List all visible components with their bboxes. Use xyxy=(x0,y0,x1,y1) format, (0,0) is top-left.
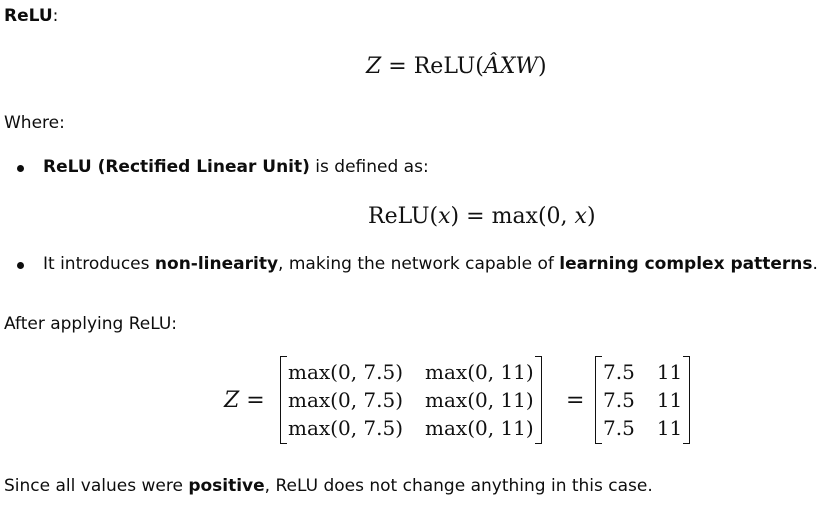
conclusion-post: , ReLU does not change anything in this … xyxy=(264,476,653,496)
eq-main-lhs: Z xyxy=(366,54,382,79)
eq-relu-close: ) xyxy=(450,204,460,229)
bullet2-end: . xyxy=(812,254,818,274)
conclusion-bold: positive xyxy=(188,476,265,496)
matrix-max-values: max(0, 7.5) max(0, 11) max(0, 7.5) max(0, 1… xyxy=(280,356,542,444)
eq-main-xw: XW xyxy=(499,54,539,79)
matrix-cell: 11 xyxy=(656,388,683,412)
matrix-cell: 7.5 xyxy=(603,360,635,384)
matrix-cell: 11 xyxy=(656,416,683,440)
bullet1-bold: ReLU (Rectified Linear Unit) xyxy=(43,157,310,177)
matrix-lhs-z: Z xyxy=(224,388,240,413)
equation-main: Z = ReLU(ÂXW) xyxy=(366,54,547,79)
conclusion-text: Since all values were positive, ReLU doe… xyxy=(4,476,653,496)
bullet2-bold1: non-linearity xyxy=(154,254,279,274)
equation-relu: ReLU(x) = max(0, x) xyxy=(368,204,596,229)
eq-relu-func: ReLU( xyxy=(368,204,439,229)
matrix-cell: 7.5 xyxy=(603,388,635,412)
heading-colon: : xyxy=(52,6,59,26)
eq-relu-close2: ) xyxy=(586,204,596,229)
heading-text: ReLU xyxy=(4,6,53,26)
matrix-cell: max(0, 7.5) xyxy=(288,416,404,440)
bullet-dot-1 xyxy=(17,165,24,172)
left-bracket xyxy=(280,356,287,444)
bullet2-pre: It introduces xyxy=(43,254,155,274)
bullet2-bold2: learning complex patterns xyxy=(559,254,813,274)
matrix-cell: max(0, 11) xyxy=(425,416,534,440)
conclusion-pre: Since all values were xyxy=(4,476,189,496)
bullet-item-2: It introduces non-linearity, making the … xyxy=(43,254,818,274)
matrix-lhs: Z = xyxy=(224,388,265,413)
matrix-cell: max(0, 7.5) xyxy=(288,388,404,412)
eq-relu-max: max(0, xyxy=(491,204,568,229)
eq-relu-equals: = xyxy=(466,204,485,229)
matrix-cell: 11 xyxy=(656,360,683,384)
eq-main-equals: = xyxy=(388,54,407,79)
after-label: After applying ReLU: xyxy=(4,314,178,334)
eq-relu-x2: x xyxy=(574,204,587,229)
matrix-cell: max(0, 7.5) xyxy=(288,360,404,384)
matrix-cell: max(0, 11) xyxy=(425,360,534,384)
eq-main-a-hat: Â xyxy=(483,54,500,79)
bullet2-mid: , making the network capable of xyxy=(278,254,560,274)
left-bracket xyxy=(595,356,602,444)
bullet-item-1: ReLU (Rectified Linear Unit) is defined … xyxy=(43,157,429,177)
right-bracket xyxy=(683,356,691,444)
matrix-equals-2: = xyxy=(566,388,585,413)
matrix-cell: max(0, 11) xyxy=(425,388,534,412)
eq-relu-x: x xyxy=(438,204,451,229)
eq-main-func: ReLU( xyxy=(413,54,484,79)
matrix-equals-1: = xyxy=(246,388,265,413)
right-bracket xyxy=(534,356,542,444)
bullet-dot-2 xyxy=(17,262,24,269)
where-label: Where: xyxy=(4,113,65,133)
bullet1-rest: is defined as: xyxy=(309,157,429,177)
eq-main-close: ) xyxy=(538,54,547,79)
section-heading: ReLU: xyxy=(4,6,58,26)
matrix-result-values: 7.5 11 7.5 11 7.5 11 xyxy=(595,356,691,444)
matrix-cell: 7.5 xyxy=(603,416,635,440)
